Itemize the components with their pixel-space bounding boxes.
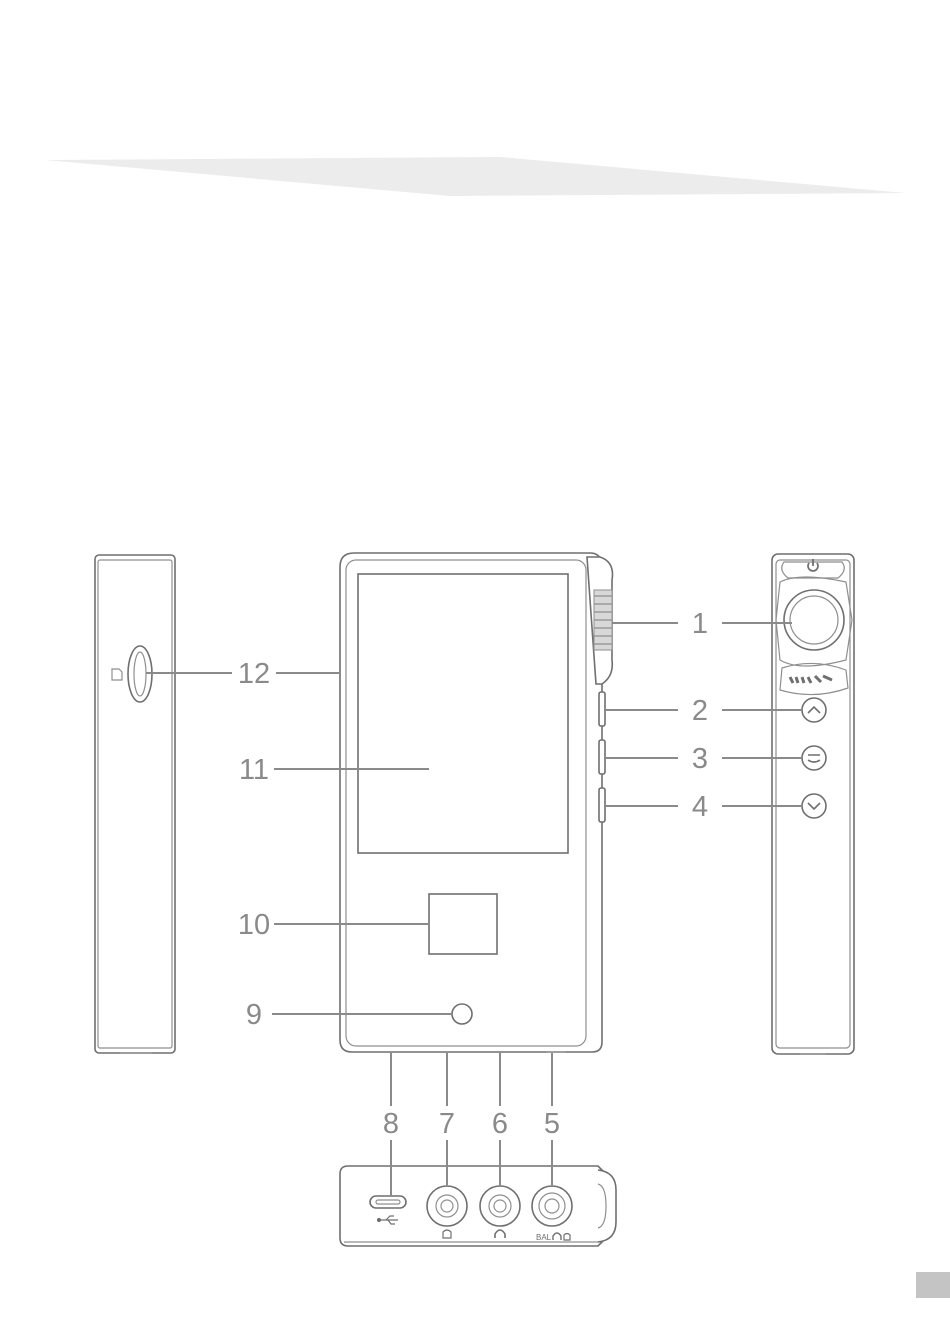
previous-button[interactable] bbox=[802, 698, 826, 722]
balanced-jack[interactable] bbox=[532, 1186, 572, 1226]
front-view bbox=[340, 553, 613, 1052]
right-side-view bbox=[772, 554, 854, 1054]
callout-5: 5 bbox=[544, 1108, 560, 1140]
callout-2: 2 bbox=[692, 695, 708, 727]
callout-4: 4 bbox=[692, 791, 708, 823]
left-side-view bbox=[95, 555, 175, 1053]
callout-11: 11 bbox=[239, 754, 269, 786]
callout-9: 9 bbox=[246, 999, 262, 1031]
callout-7: 7 bbox=[439, 1108, 455, 1140]
callout-6: 6 bbox=[492, 1108, 508, 1140]
callout-3: 3 bbox=[692, 743, 708, 775]
balanced-label: BAL bbox=[536, 1233, 552, 1242]
callout-8: 8 bbox=[383, 1108, 399, 1140]
line-out-jack[interactable] bbox=[427, 1186, 467, 1226]
next-button[interactable] bbox=[802, 794, 826, 818]
callout-10: 10 bbox=[238, 909, 270, 941]
home-button[interactable] bbox=[452, 1004, 472, 1024]
bottom-view: BAL bbox=[340, 1166, 616, 1246]
header-banner bbox=[45, 157, 906, 196]
callout-12: 12 bbox=[238, 658, 270, 690]
headphone-jack[interactable] bbox=[480, 1186, 520, 1226]
play-pause-button[interactable] bbox=[802, 746, 826, 770]
logo-panel bbox=[429, 894, 497, 954]
page-tab-marker bbox=[916, 1272, 950, 1298]
callout-1: 1 bbox=[692, 608, 708, 640]
touch-screen[interactable] bbox=[358, 574, 568, 853]
volume-knob[interactable] bbox=[784, 590, 844, 650]
